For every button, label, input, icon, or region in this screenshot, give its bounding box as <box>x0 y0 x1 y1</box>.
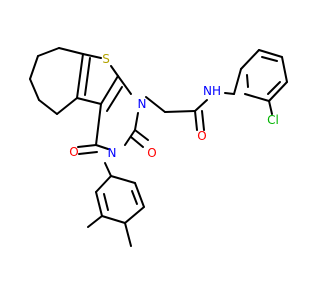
cycloheptane-ring <box>29 47 84 115</box>
carbonyl-bonds <box>77 129 149 155</box>
chlorine-label: Cl <box>267 113 279 127</box>
atom-labels: S N N NH O O O Cl <box>69 52 279 160</box>
thiophene-ring <box>76 53 123 112</box>
molecule-structure: S N N NH O O O Cl <box>29 47 288 247</box>
ring-nitrogen-1-label: N <box>138 97 147 111</box>
c4-oxygen-label: O <box>69 145 78 159</box>
dimethylphenyl-ring <box>87 162 145 247</box>
c2-oxygen-label: O <box>147 146 156 160</box>
amide-oxygen-label: O <box>197 129 206 143</box>
chlorophenyl-ring <box>233 49 288 115</box>
sulfur-label: S <box>102 52 110 66</box>
amide-nh-label: NH <box>203 84 221 98</box>
acetamide-chain <box>145 92 235 131</box>
ring-nitrogen-3-label: N <box>108 146 117 160</box>
pyrimidinedione-ring <box>95 75 139 150</box>
